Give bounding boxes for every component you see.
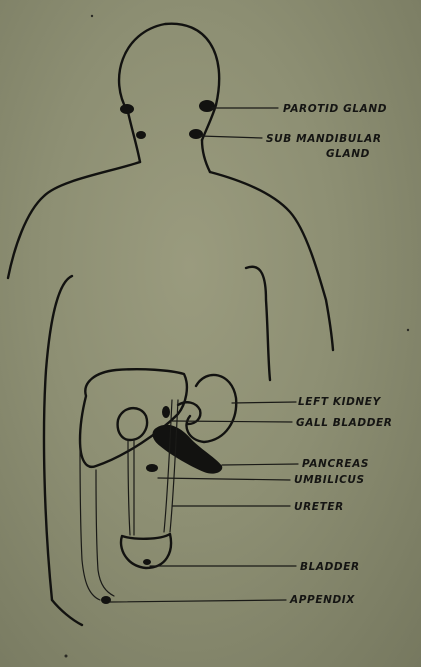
label-parotid-gland: PAROTID GLAND — [283, 103, 387, 115]
leader-lines — [110, 108, 298, 602]
colon-inner-line — [96, 470, 114, 596]
left-shoulder-arm — [8, 162, 140, 278]
leader-submandibular — [200, 136, 262, 138]
leader-umbilicus — [158, 478, 290, 480]
label-gall-bladder: GALL BLADDER — [296, 417, 393, 429]
leader-gall-bladder — [172, 421, 292, 422]
head-outline — [119, 24, 219, 140]
leader-appendix — [110, 600, 286, 602]
parotid-gland-left — [120, 104, 134, 114]
submandibular-gland-left — [136, 131, 146, 139]
left-kidney-outline — [186, 375, 236, 442]
label-submandibular-line1: SUB MANDIBULAR — [266, 133, 382, 145]
leader-pancreas — [222, 464, 298, 465]
right-kidney-outline — [118, 408, 147, 440]
labels: PAROTID GLAND SUB MANDIBULAR GLAND LEFT … — [266, 103, 393, 606]
label-ureter: URETER — [294, 501, 344, 513]
ureter-right-1 — [164, 400, 172, 532]
left-hip — [52, 600, 82, 625]
ureter-left-1 — [128, 440, 130, 535]
abdominal-organs — [80, 369, 236, 604]
parotid-gland-right — [199, 100, 215, 112]
label-umbilicus: UMBILICUS — [294, 474, 365, 486]
label-appendix: APPENDIX — [289, 594, 355, 606]
right-shoulder-arm — [210, 172, 333, 350]
umbilicus-mark — [146, 464, 158, 472]
label-bladder: BLADDER — [300, 561, 360, 573]
label-submandibular-line2: GLAND — [326, 148, 370, 160]
right-inner-arm — [246, 267, 270, 380]
leader-left-kidney — [232, 402, 296, 403]
colon-line — [80, 440, 100, 600]
label-pancreas: PANCREAS — [302, 458, 369, 470]
bladder-mark — [143, 559, 151, 565]
speck — [91, 15, 93, 17]
neck-right — [202, 140, 210, 172]
appendix-mark — [101, 596, 111, 604]
speck — [407, 329, 409, 331]
speck — [65, 655, 68, 658]
left-inner-arm — [44, 276, 72, 600]
label-left-kidney: LEFT KIDNEY — [298, 396, 382, 408]
submandibular-gland-right — [189, 129, 203, 139]
gall-bladder-mark — [162, 406, 170, 418]
